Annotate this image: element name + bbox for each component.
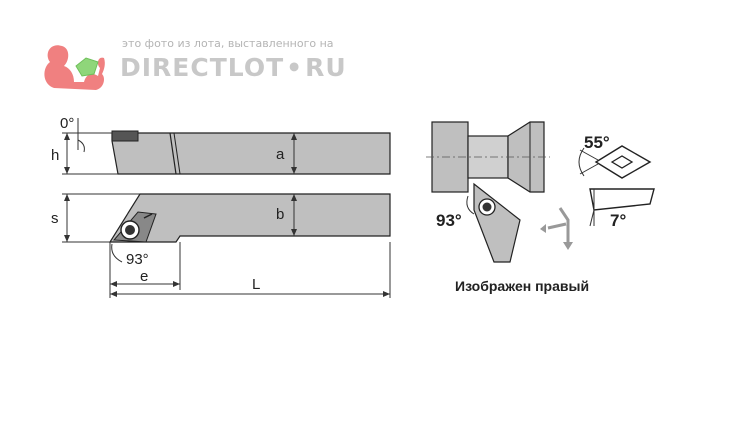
label-e: e [140,268,148,285]
insert-angle: 55° [584,133,610,152]
holder-side-body [111,132,391,175]
label-L: L [252,276,260,293]
squirrel-logo-icon [44,45,105,90]
approach-angle: 93° [436,211,462,230]
label-b: b [276,206,284,223]
detail-holder [473,182,521,263]
brand-right: RU [305,53,347,82]
insert-detail: 55° 7° [578,133,655,230]
watermark-brand: DIRECTLOT•RU [120,53,347,82]
label-a: a [276,146,285,163]
clearance-angle: 7° [610,211,626,230]
brand-separator: • [286,53,304,82]
machine-detail: 93° [426,121,573,263]
label-h: h [51,147,59,164]
label-s: s [51,210,59,227]
side-view: h 0° a [51,115,391,175]
watermark-caption: это фото из лота, выставленного на [122,37,334,50]
brand-left: DIRECTLOT [120,53,285,82]
angle-top: 0° [60,115,74,132]
insert-profile [589,188,655,211]
angle-bottom: 93° [126,251,149,268]
insert-side [111,130,139,142]
detail-caption: Изображен правый [455,278,589,294]
top-view: s b 93° e L [51,193,391,298]
